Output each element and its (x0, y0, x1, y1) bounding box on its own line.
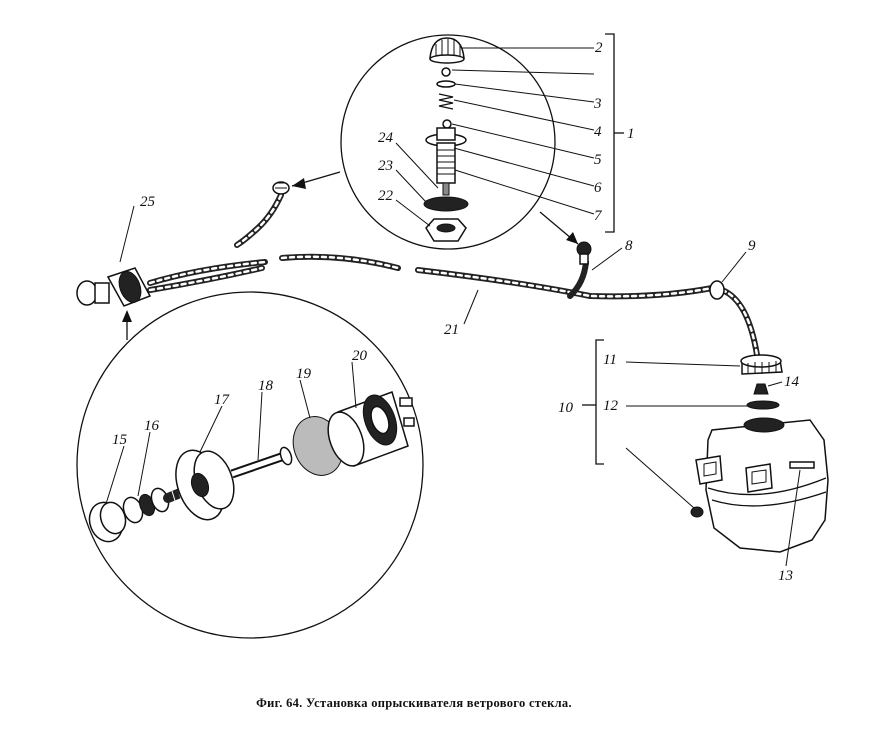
figure-caption: Фиг. 64. Установка опрыскивателя ветрово… (256, 696, 572, 710)
gasket-part (746, 400, 780, 410)
label-23: 23 (378, 158, 393, 174)
label-13: 13 (778, 568, 793, 584)
label-4: 4 (594, 124, 602, 140)
ball-part (441, 67, 451, 77)
nozzle-body-part (425, 127, 467, 196)
hoses (147, 192, 760, 358)
label-25: 25 (140, 194, 156, 210)
washer-part (436, 80, 456, 88)
label-9: 9 (748, 238, 756, 254)
label-14: 14 (784, 374, 800, 390)
pump-knob-part (88, 501, 127, 543)
nozzle-cap-part (429, 37, 465, 64)
small-ball-part (442, 119, 452, 129)
label-22: 22 (378, 188, 394, 204)
right-nozzle-part (576, 241, 592, 265)
label-15: 15 (112, 432, 128, 448)
label-17: 17 (214, 392, 231, 408)
label-12: 12 (603, 398, 619, 414)
label-10: 10 (558, 400, 574, 416)
label-2: 2 (595, 40, 603, 56)
label-7: 7 (594, 208, 603, 224)
nut-part (425, 218, 467, 242)
tank-cap-part (740, 354, 783, 375)
nozzle-detail-circle (340, 34, 556, 250)
label-11: 11 (603, 352, 617, 368)
label-19: 19 (296, 366, 312, 382)
label-16: 16 (144, 418, 160, 434)
valve-part (753, 383, 769, 395)
pump-assembly-part (76, 267, 152, 307)
pump-detail-circle (76, 291, 424, 639)
left-nozzle-part (272, 181, 290, 195)
label-1: 1 (627, 126, 635, 142)
pump-washers-part (122, 487, 170, 524)
label-20: 20 (352, 348, 368, 364)
pump-body-part (327, 391, 415, 467)
pump-rod-part (230, 446, 293, 479)
label-5: 5 (594, 152, 602, 168)
label-6: 6 (594, 180, 602, 196)
part-number-labels: 2 3 4 5 6 7 1 24 23 22 25 8 9 21 11 12 1… (112, 40, 800, 584)
label-3: 3 (593, 96, 602, 112)
label-8: 8 (625, 238, 633, 254)
label-24: 24 (378, 130, 394, 146)
rubber-washer-part (423, 196, 469, 212)
pump-cover-part (175, 449, 235, 521)
pointer-arrows (122, 171, 579, 340)
label-21: 21 (444, 322, 459, 338)
label-18: 18 (258, 378, 274, 394)
reservoir-tank-part (690, 417, 829, 553)
spring-part (438, 93, 454, 110)
leader-lines (105, 33, 801, 567)
grommet-part (709, 280, 725, 300)
